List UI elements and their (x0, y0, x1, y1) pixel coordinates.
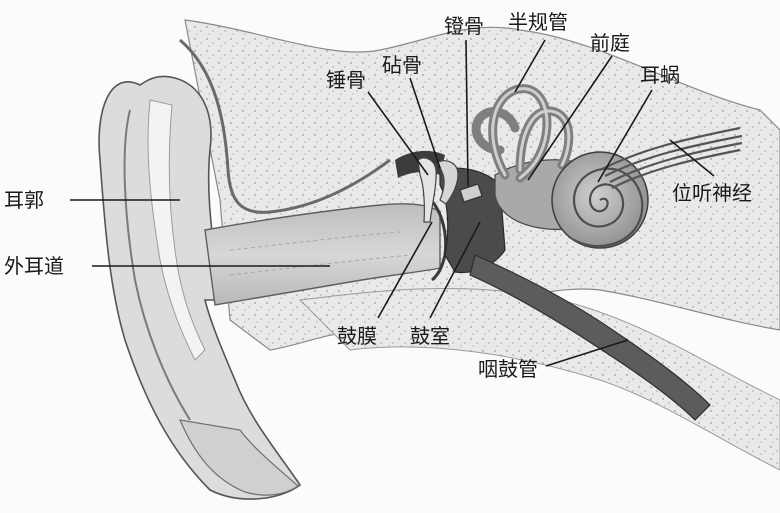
label-malleus: 锤骨 (326, 68, 366, 92)
semicircular-canals-leader (514, 39, 546, 93)
label-semicircular-canals: 半规管 (508, 10, 568, 34)
label-eustachian-tube: 咽鼓管 (478, 357, 538, 381)
vestibulocochlear-nerve (599, 126, 743, 189)
malleus-leader (367, 91, 429, 176)
lobule (179, 419, 299, 496)
eustachian-tube-leader (545, 339, 629, 367)
label-cochlea: 耳蜗 (640, 63, 680, 87)
label-vestibule: 前庭 (590, 31, 630, 55)
vestibule-leader (527, 55, 613, 181)
incus-leader (409, 77, 441, 169)
stapes-leader (465, 39, 469, 187)
tympanic-cavity-leader (429, 221, 481, 319)
cochlea-spiral (572, 167, 644, 248)
label-external-canal: 外耳道 (4, 254, 64, 278)
label-vestibulocochlear-nerve: 位听神经 (672, 181, 752, 205)
lower-bone-band (298, 287, 780, 471)
label-stapes: 镫骨 (444, 14, 484, 38)
skin-layer (179, 38, 391, 214)
label-incus: 砧骨 (382, 53, 422, 77)
auricle-inner-fold (123, 109, 191, 421)
eustachian-tube (469, 254, 711, 421)
label-auricle: 耳郭 (4, 188, 44, 212)
canal-texture (229, 231, 411, 276)
nerve-leader (669, 139, 715, 177)
auricle-cartilage (147, 99, 206, 361)
label-tympanic-cavity: 鼓室 (410, 324, 450, 348)
cochlea-leader (597, 89, 653, 183)
incus-bone (437, 160, 459, 205)
malleus-bone (417, 157, 437, 223)
tympanic-membrane-leader (377, 221, 433, 319)
stapes-bone (459, 183, 483, 203)
label-tympanic-membrane: 鼓膜 (337, 324, 377, 348)
